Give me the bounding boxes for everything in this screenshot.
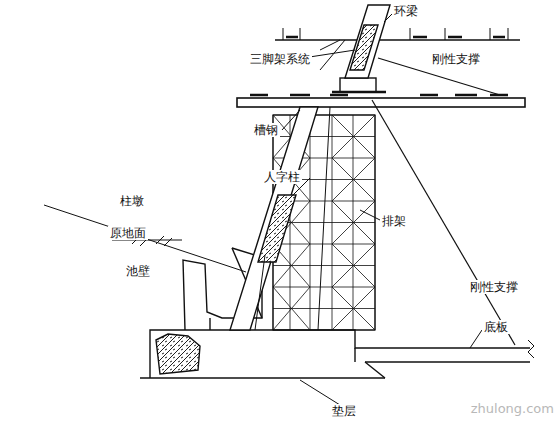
part-label: 环梁 <box>392 4 420 18</box>
part-label: 刚性支撑 <box>430 52 482 66</box>
part-label: 垫层 <box>330 404 358 418</box>
watermark: zhulong.com <box>469 402 556 416</box>
part-label: 柱墩 <box>118 194 146 208</box>
part-label: 刚性支撑 <box>468 280 520 294</box>
part-label: 槽钢 <box>252 123 280 137</box>
part-label: 池壁 <box>124 264 152 278</box>
part-label: 底板 <box>482 320 510 334</box>
part-label: 排架 <box>380 214 408 228</box>
part-label: 人字柱 <box>262 170 302 184</box>
part-label: 原地面 <box>108 226 148 240</box>
part-label: 三脚架系统 <box>248 52 312 66</box>
